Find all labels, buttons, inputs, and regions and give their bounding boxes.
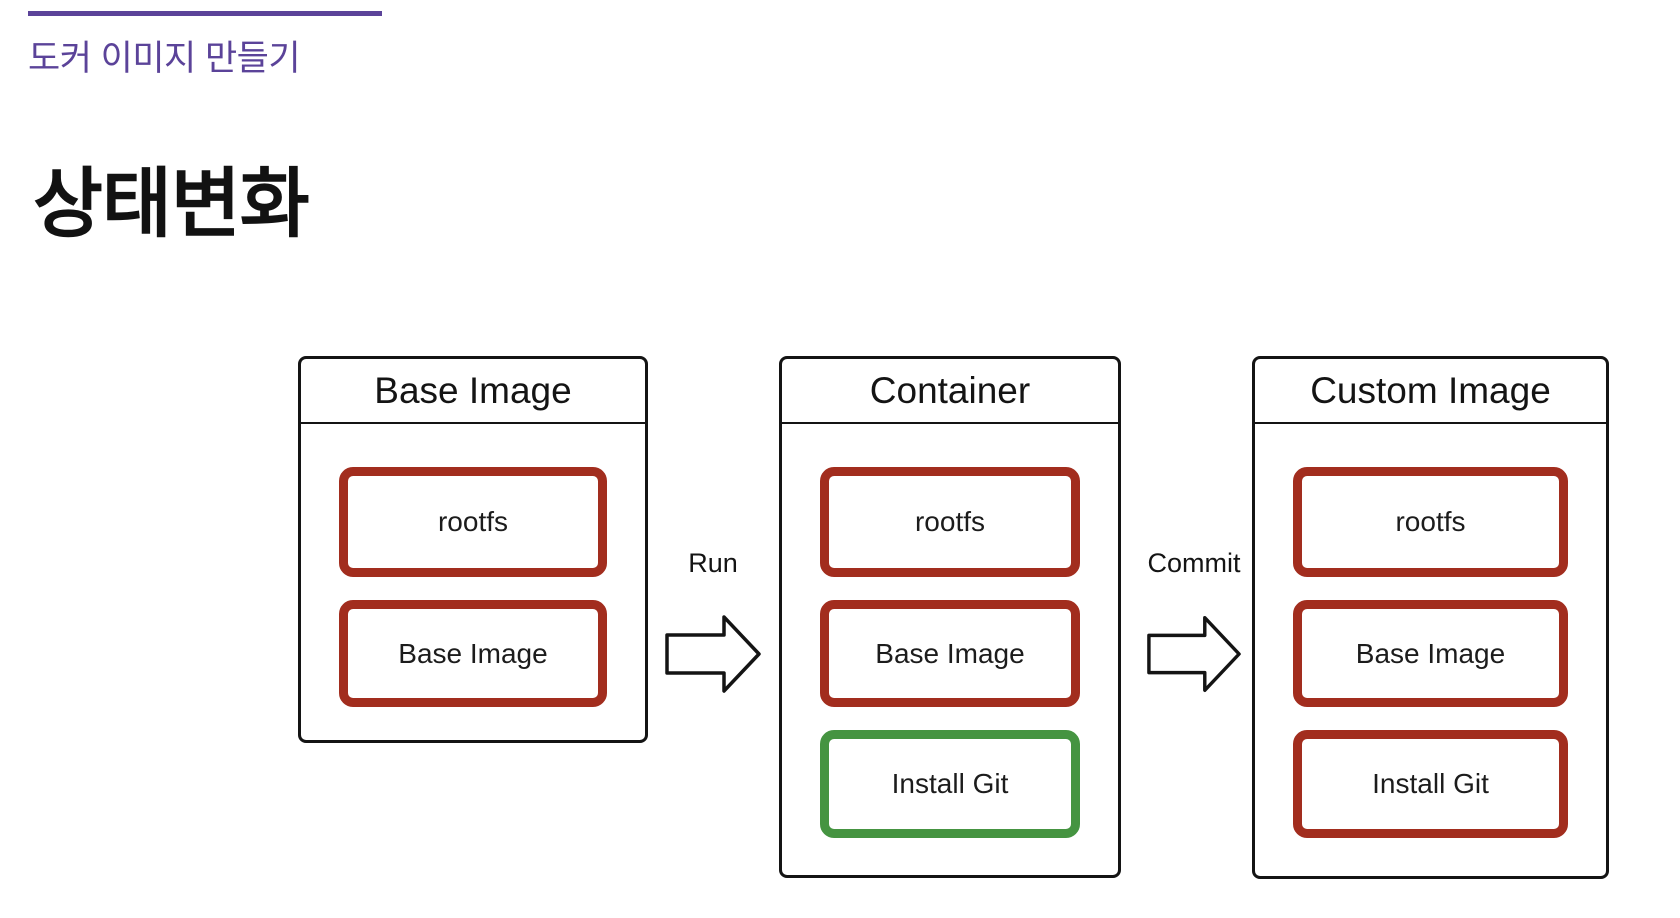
stage-custom-image: Custom Image rootfs Base Image Install G… — [1252, 356, 1609, 879]
layer-base-image: Base Image — [1293, 600, 1568, 707]
stage-title: Base Image — [301, 359, 645, 424]
stage-base-image: Base Image rootfs Base Image — [298, 356, 648, 743]
layer-rootfs: rootfs — [820, 467, 1080, 577]
stage-container: Container rootfs Base Image Install Git — [779, 356, 1121, 878]
page-heading: 상태변화 — [33, 162, 310, 247]
arrow-right-icon — [665, 615, 761, 693]
layer-rootfs: rootfs — [339, 467, 607, 577]
layer-install-git: Install Git — [1293, 730, 1568, 838]
layer-base-image: Base Image — [820, 600, 1080, 707]
arrow-right-icon — [1147, 616, 1241, 692]
stage-title: Custom Image — [1255, 359, 1606, 424]
section-accent-rule — [28, 11, 382, 16]
commit-arrow-label: Commit — [1147, 548, 1241, 578]
layer-install-git: Install Git — [820, 730, 1080, 838]
stage-title: Container — [782, 359, 1118, 424]
run-arrow-label: Run — [688, 548, 738, 578]
layer-base-image: Base Image — [339, 600, 607, 707]
layer-rootfs: rootfs — [1293, 467, 1568, 577]
section-label: 도커 이미지 만들기 — [28, 39, 301, 78]
